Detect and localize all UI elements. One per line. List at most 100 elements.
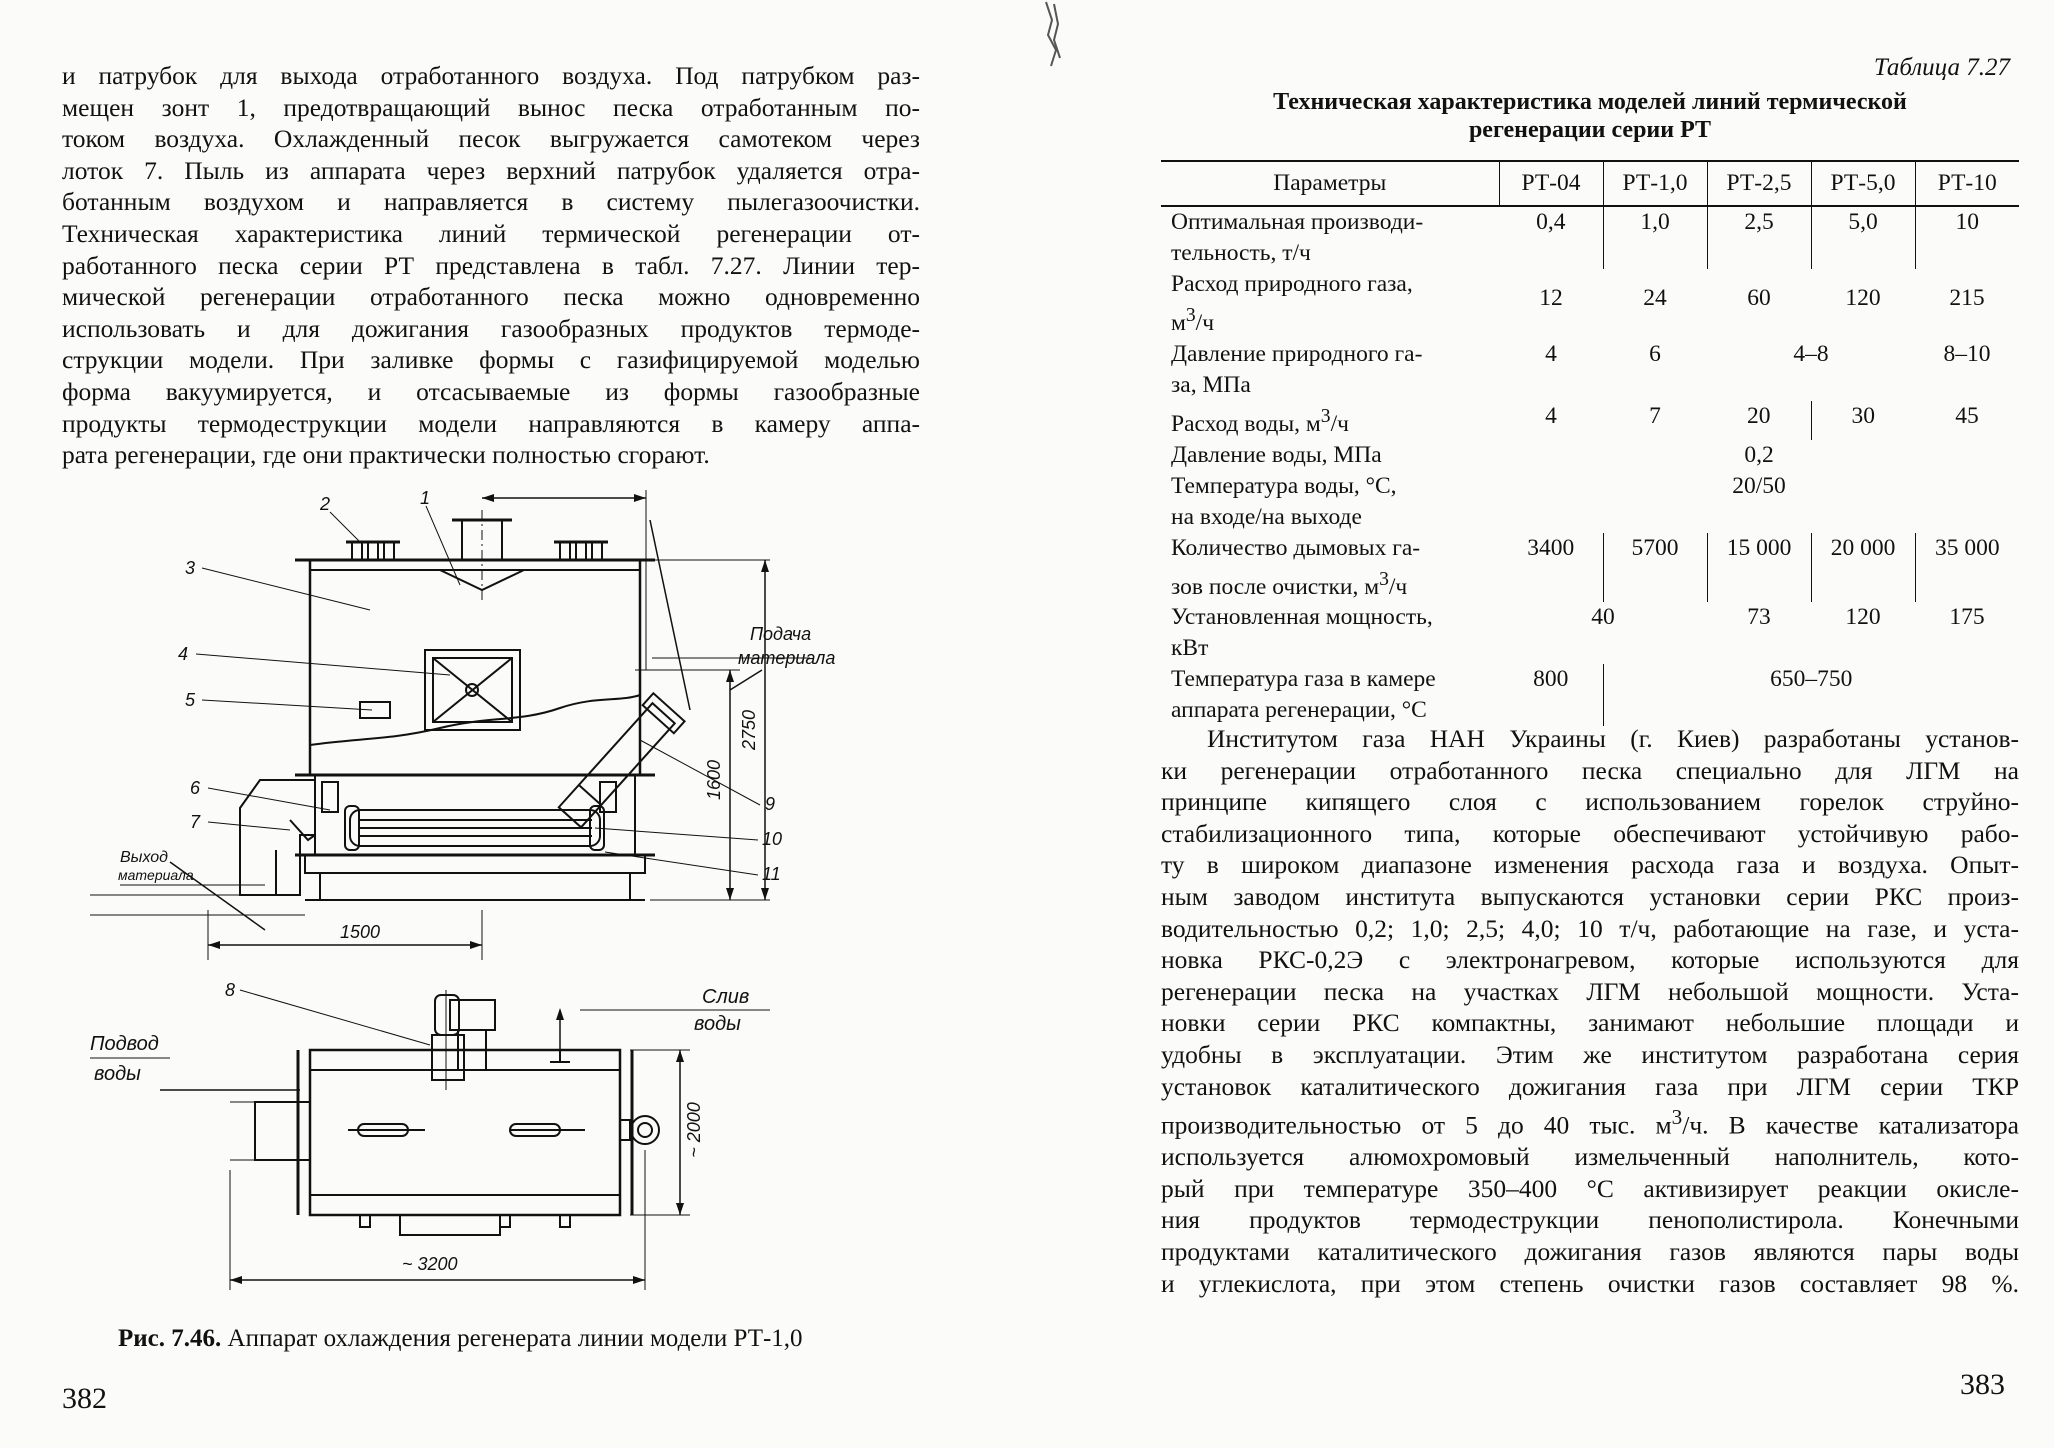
value-cell: 1,0 [1602,206,1707,269]
callout-4: 4 [178,644,188,664]
text-line: ботанным воздухом и направляется в систе… [62,187,920,217]
technical-drawing: 1500 1600 2750 1500 150 Подача [69,474,835,1290]
param-cell: Количество дымовых га-зов после очистки,… [1171,534,1421,600]
value-cell: 5700 [1602,532,1707,603]
label-water-out-1: Слив [702,986,749,1008]
dim-bottom: 1500 [340,922,380,942]
table-row: Оптимальная производи-тельность, т/ч 0,4… [1161,206,2019,269]
param-cell: Давление воды, МПа [1171,441,1382,468]
text-line: стабилизационного типа, которые обеспечи… [1161,818,2019,848]
callout-1: 1 [420,490,430,508]
binding-mark [1045,1,1061,67]
param-cell: Температура воды, °С,на входе/на выходе [1171,472,1397,530]
param-cell: Расход воды, м3/ч [1171,405,1349,437]
value-cell: 120 [1845,604,1881,631]
text-line: продукты термодеструкции модели направля… [62,408,920,438]
value-cell: 4–8 [1793,340,1829,367]
callout-9: 9 [765,794,775,814]
text-line: удобны в эксплуатации. Этим же институто… [1161,1039,2019,1069]
dim-total-height: 2750 [739,710,759,751]
table-row: Установленная мощность,кВт 40 73 120 175 [1161,602,2019,664]
text-line: ки регенерации отработанного песка специ… [1161,755,2019,785]
text-line: производительностью от 5 до 40 тыс. м3/ч… [1161,1105,2019,1140]
dim-plan-width: ~ 3200 [402,1254,458,1274]
value-cell: 40 [1591,604,1615,631]
param-cell: Давление природного га-за, МПа [1171,340,1423,398]
value-cell: 30 [1810,400,1915,440]
text-line: лоток 7. Пыль из аппарата через верхний … [62,155,920,185]
value-cell: 73 [1747,604,1771,631]
dim-top: 1500 [542,490,582,494]
table-row: Количество дымовых га-зов после очистки,… [1161,532,2019,603]
header-cell: РТ-5,0 [1810,160,1915,207]
table-title-line: регенерации серии РТ [1468,117,1712,143]
right-paragraph: Институтом газа НАН Украины (г. Киев) ра… [1161,723,2019,1299]
figure-cooling-apparatus: 1500 1600 2750 1500 150 Подача [69,474,890,1320]
table-row: Расход природного газа,м3/ч 12 24 60 120… [1161,269,2019,339]
value-cell: 2,5 [1706,206,1811,269]
callout-10: 10 [762,829,782,849]
callout-8: 8 [225,980,235,1000]
table-title: Техническая характеристика моделей линий… [1161,88,2019,144]
value-cell: 10 [1914,206,2019,269]
text-line: мической регенерации отработанного песка… [62,282,920,312]
value-cell: 0,2 [1744,441,1774,468]
param-cell: Установленная мощность,кВт [1171,604,1433,662]
label-out-1: Выход [120,849,168,866]
page-number-left: 382 [62,1382,107,1415]
caption-text: Аппарат охлаждения регенерата линии моде… [227,1325,803,1352]
text-line: и углекислота, при этом степень очистки … [1161,1268,2019,1298]
figure-caption: Рис. 7.46. Аппарат охлаждения регенерата… [118,1325,803,1353]
text-line: ту в широком диапазоне изменения расхода… [1161,850,2019,880]
value-cell: 7 [1649,402,1661,429]
header-cell: РТ-2,5 [1706,160,1811,207]
left-page: и патрубок для выхода отработанного возд… [62,61,920,1415]
text-line: током воздуха. Охлажденный песок выгружа… [62,124,920,154]
label-feed-1: Подача [750,624,811,644]
table-title-line: Техническая характеристика моделей линий… [1273,89,1907,115]
value-cell: 60 [1747,285,1771,311]
value-cell: 800 [1533,666,1569,693]
label-water-in-1: Подвод [90,1033,159,1055]
text-line: работанного песка серии РТ представлена … [62,250,920,280]
text-line: водительностью 0,2; 1,0; 2,5; 4,0; 10 т/… [1161,913,2019,943]
value-cell: 20 000 [1810,532,1915,603]
value-cell: 4 [1545,340,1557,367]
text-line: продуктами каталитического дожигания газ… [1161,1237,2019,1266]
text-line: форма вакуумируется, и отсасываемые из ф… [62,376,920,406]
callout-6: 6 [190,778,201,798]
text-line: струкции модели. При заливке формы с газ… [62,345,920,375]
table-row: Давление воды, МПа 0,2 [1161,440,2019,471]
caption-label: Рис. 7.46. [118,1325,222,1352]
text-line: принципе кипящего слоя с использованием … [1161,787,2019,817]
callout-7: 7 [190,812,201,832]
value-cell: 6 [1649,340,1661,367]
param-cell: Расход природного газа,м3/ч [1171,271,1413,336]
text-line: новки серии РКС компактны, занимают небо… [1161,1008,2019,1038]
text-line: рый при температуре 350–400 °С активизир… [1161,1173,2019,1203]
table-number: Таблица 7.27 [1873,54,2010,81]
table-row: Давление природного га-за, МПа 4 6 4–8 8… [1161,339,2019,401]
value-cell: 20/50 [1732,472,1786,499]
text-line: ным заводом института выпускаются устано… [1161,881,2019,911]
callout-5: 5 [185,690,196,710]
value-cell: 215 [1949,285,1985,311]
text-line: ния продуктов термодеструкции пенополист… [1161,1205,2019,1235]
page-number-right: 383 [1960,1368,2005,1401]
text-line: новка РКС-0,2Э с электронагревом, которы… [1161,945,2019,975]
text-line: Техническая характеристика линий термиче… [62,218,920,248]
label-water-in-2: воды [94,1063,141,1085]
table-row: Температура воды, °С,на входе/на выходе … [1161,471,2019,533]
value-cell: 0,4 [1536,209,1566,235]
text-line: рата регенерации, где они практически по… [62,440,710,470]
right-page: Таблица 7.27 Техническая характеристика … [1027,0,2054,1448]
spec-table: Параметры РТ-04 РТ-1,0 РТ-2,5 РТ-5,0 РТ-… [1161,160,2019,727]
text-line: и патрубок для выхода отработанного возд… [62,61,920,90]
value-cell: 4 [1545,402,1557,429]
value-cell: 20 [1747,402,1771,429]
param-cell: Оптимальная производи-тельность, т/ч [1171,209,1424,266]
header-cell: РТ-1,0 [1602,160,1707,207]
value-cell: 5,0 [1810,206,1915,269]
header-cell: Параметры [1161,160,1499,207]
